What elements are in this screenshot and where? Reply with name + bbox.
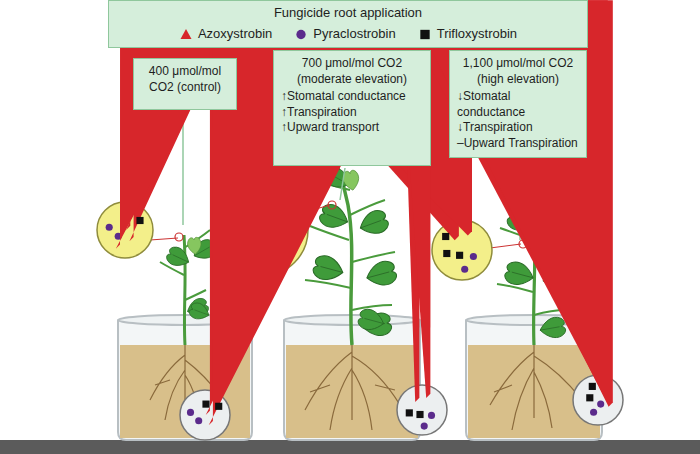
legend-label: Pyraclostrobin (313, 26, 395, 41)
legend: Azoxystrobin Pyraclostrobin Trifloxystrobi… (108, 26, 588, 41)
legend-swatch (294, 27, 308, 41)
effect-line: ↑Upward transport (281, 120, 423, 136)
legend-item: Azoxystrobin (179, 26, 272, 41)
moderate-box: 700 μmol/mol CO2 (moderate elevation) ↑St… (273, 50, 431, 166)
legend-item: Trifloxystrobin (418, 26, 517, 41)
floor (0, 440, 700, 454)
effect-line: ↑Transpiration (281, 105, 423, 121)
box-heading: 1,100 μmol/mol CO2 (high elevation) (457, 56, 579, 87)
legend-swatch (179, 27, 193, 41)
beakers (118, 315, 602, 440)
legend-swatch (418, 27, 432, 41)
zoom-circles (97, 0, 623, 440)
box-heading: 400 μmol/mol CO2 (control) (141, 64, 229, 95)
effect-line: ↑Stomatal conductance (281, 89, 423, 105)
control-box: 400 μmol/mol CO2 (control) (133, 58, 237, 110)
legend-label: Trifloxystrobin (437, 26, 517, 41)
plant-control (160, 230, 218, 345)
box-heading: Fungicide root application (115, 5, 581, 22)
effect-line: –Upward Transpiration (457, 136, 579, 152)
box-heading: 700 μmol/mol CO2 (moderate elevation) (281, 56, 423, 87)
high-box: 1,100 μmol/mol CO2 (high elevation)↓Stom… (449, 50, 587, 158)
effect-line: ↓Stomatal conductance (457, 89, 579, 120)
legend-item: Pyraclostrobin (294, 26, 395, 41)
effect-line: ↓Transpiration (457, 120, 579, 136)
legend-label: Azoxystrobin (198, 26, 272, 41)
